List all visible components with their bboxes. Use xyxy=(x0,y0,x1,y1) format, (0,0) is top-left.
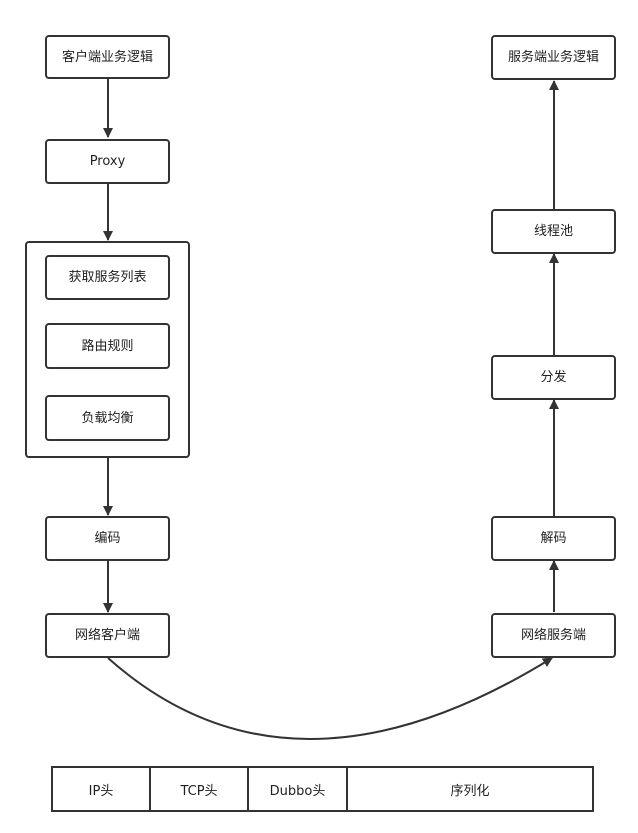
packet-field-ip-header: IP头 xyxy=(53,768,151,810)
proxy-box: Proxy xyxy=(45,139,170,184)
network-server-label: 网络服务端 xyxy=(520,628,586,643)
thread-pool-box: 线程池 xyxy=(491,209,616,254)
server-business-logic-label: 服务端业务逻辑 xyxy=(507,50,599,65)
dispatch-box: 分发 xyxy=(491,355,616,400)
decode-box: 解码 xyxy=(491,516,616,561)
packet-field-dubbo-header: Dubbo头 xyxy=(249,768,348,810)
packet-field-serialization: 序列化 xyxy=(450,783,490,799)
get-service-list-label: 获取服务列表 xyxy=(68,270,147,285)
network-client-label: 网络客户端 xyxy=(74,628,140,643)
encode-label: 编码 xyxy=(94,531,121,546)
load-balancing-label: 负载均衡 xyxy=(81,410,134,426)
routing-rules-label: 路由规则 xyxy=(81,338,134,354)
network-server-box: 网络服务端 xyxy=(491,613,616,658)
routing-rules-box: 路由规则 xyxy=(45,323,170,369)
packet-structure: IP头 TCP头 Dubbo头 序列化 xyxy=(51,766,594,812)
encode-box: 编码 xyxy=(45,516,170,561)
thread-pool-label: 线程池 xyxy=(533,224,573,239)
get-service-list-box: 获取服务列表 xyxy=(45,255,170,300)
decode-label: 解码 xyxy=(540,531,567,546)
server-business-logic-box: 服务端业务逻辑 xyxy=(491,35,616,80)
load-balancing-box: 负载均衡 xyxy=(45,395,170,441)
packet-field-tcp-header: TCP头 xyxy=(151,768,249,810)
network-client-box: 网络客户端 xyxy=(45,613,170,658)
dispatch-label: 分发 xyxy=(540,370,567,385)
proxy-label: Proxy xyxy=(89,154,126,169)
arrow-network-transfer xyxy=(107,657,553,740)
client-business-logic-label: 客户端业务逻辑 xyxy=(61,49,153,65)
client-business-logic-box: 客户端业务逻辑 xyxy=(45,35,170,79)
